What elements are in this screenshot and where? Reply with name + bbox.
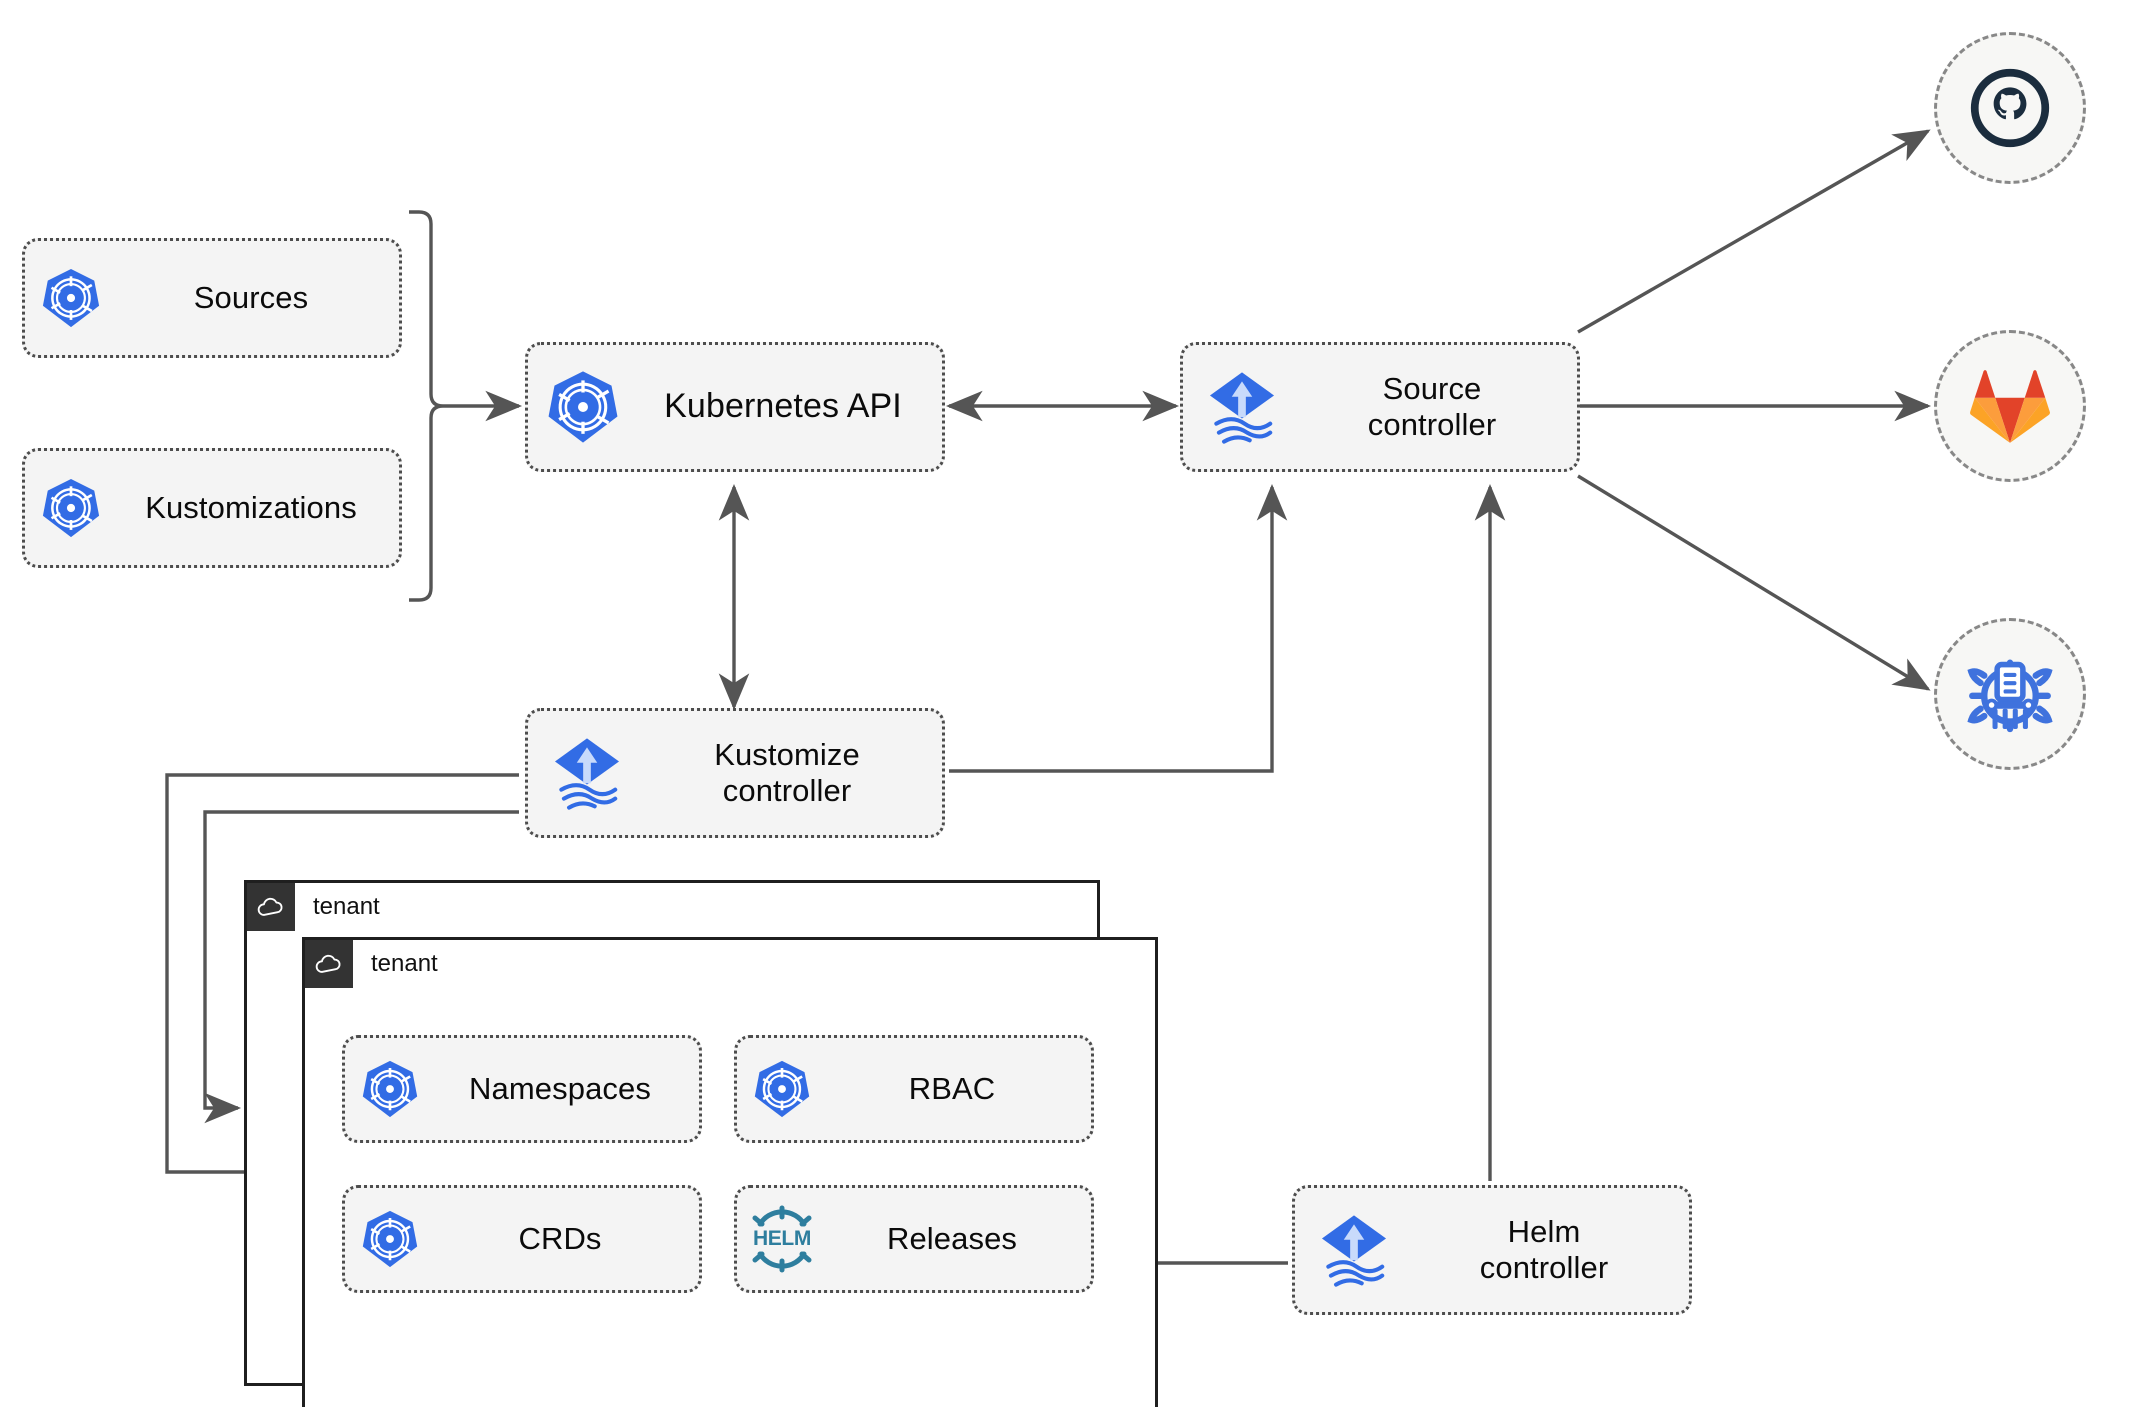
tenant-label: tenant	[313, 893, 380, 920]
node-helm-controller[interactable]: Helm controller	[1292, 1185, 1692, 1315]
node-kustomizations[interactable]: Kustomizations	[22, 448, 402, 568]
node-label: Kustomizations	[145, 490, 357, 526]
node-label: Namespaces	[469, 1071, 651, 1107]
provider-helm-repository[interactable]	[1934, 618, 2086, 770]
node-label: CRDs	[518, 1221, 602, 1257]
edge-sourcecontroller-helmrepo	[1577, 474, 1931, 691]
node-rbac[interactable]: RBAC	[734, 1035, 1094, 1143]
node-label-line2: controller	[1479, 1250, 1609, 1285]
node-source-controller[interactable]: Source controller	[1180, 342, 1580, 472]
node-label-line1: Helm	[1507, 1214, 1581, 1250]
node-label: Helm controller	[1413, 1214, 1689, 1285]
helm-icon: HELM	[737, 1202, 827, 1276]
flux-icon	[1183, 366, 1301, 448]
node-label: Releases	[886, 1221, 1018, 1257]
node-label: RBAC	[908, 1071, 996, 1107]
node-kubernetes-api[interactable]: Kubernetes API	[525, 342, 945, 472]
edge-sources-bracket	[409, 210, 444, 602]
helm-wordmark: HELM	[753, 1227, 811, 1250]
node-label-line1: Source	[1382, 371, 1482, 407]
node-sources[interactable]: Sources	[22, 238, 402, 358]
gitlab-icon	[1970, 370, 2050, 443]
tenant-label: tenant	[371, 950, 438, 977]
edge-sourcecontroller-github	[1577, 129, 1931, 334]
provider-gitlab[interactable]	[1934, 330, 2086, 482]
node-label-line1: Kustomize	[714, 737, 860, 773]
node-label: Kustomize controller	[646, 737, 942, 808]
cloud-icon	[305, 940, 353, 988]
tenant-title-bar: tenant	[305, 940, 438, 988]
flux-icon	[1295, 1209, 1413, 1291]
kubernetes-icon	[528, 369, 638, 445]
tenant-title-bar: tenant	[247, 883, 380, 931]
node-label: Source controller	[1301, 371, 1577, 442]
kubernetes-icon	[345, 1059, 435, 1119]
node-label-line2: controller	[722, 773, 852, 808]
node-kustomize-controller[interactable]: Kustomize controller	[525, 708, 945, 838]
cloud-icon	[247, 883, 295, 931]
github-icon	[1970, 68, 2050, 148]
kubernetes-icon	[25, 267, 117, 329]
edge-kustomizecontroller-sourcecontroller	[949, 483, 1288, 773]
flux-icon	[528, 732, 646, 814]
provider-github[interactable]	[1934, 32, 2086, 184]
node-crds[interactable]: CRDs	[342, 1185, 702, 1293]
node-label: Sources	[193, 280, 309, 316]
kubernetes-icon	[25, 477, 117, 539]
kubernetes-icon	[737, 1059, 827, 1119]
kubernetes-icon	[345, 1209, 435, 1269]
node-label-line2: controller	[1367, 407, 1497, 442]
node-releases[interactable]: HELM Releases	[734, 1185, 1094, 1293]
helm-repository-icon	[1967, 659, 2053, 733]
tenant-frame-inner: tenant	[302, 937, 1158, 1407]
node-label: Kubernetes API	[664, 387, 902, 426]
node-namespaces[interactable]: Namespaces	[342, 1035, 702, 1143]
